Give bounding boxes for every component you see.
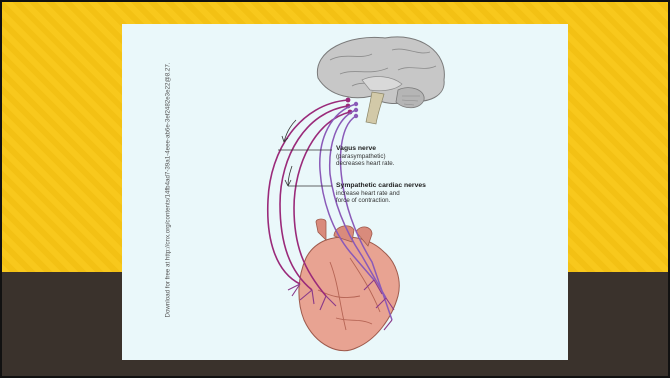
- vagus-nerve-desc-2: decreases heart rate.: [336, 160, 394, 168]
- sympathetic-nerve-label: Sympathetic cardiac nerves: [336, 182, 426, 189]
- vagus-nerve-label: Vagus nerve: [336, 145, 376, 152]
- sympathetic-nerve-endings: [354, 102, 358, 118]
- brain-illustration: [317, 37, 444, 124]
- sympathetic-nerve-desc-2: force of contraction.: [336, 197, 390, 205]
- heart-illustration: [299, 219, 399, 351]
